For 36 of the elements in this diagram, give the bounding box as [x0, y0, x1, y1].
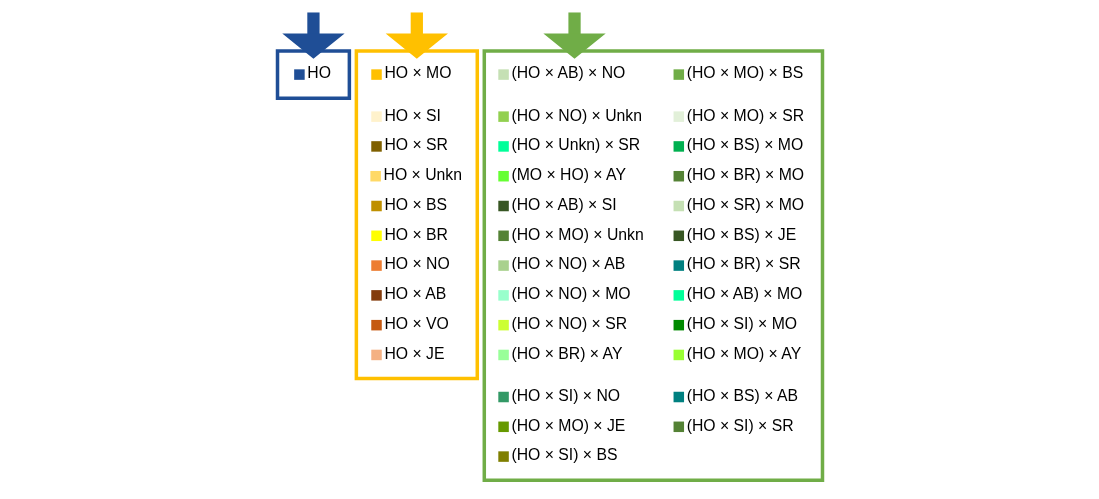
legend-label: (HO × MO) × AY: [686, 344, 801, 362]
legend-label: (HO × BR) × AY: [510, 344, 622, 362]
legend-label: HO × AB: [383, 285, 446, 303]
legend-label: (HO × MO) × SR: [686, 106, 804, 124]
legend-label: (HO × NO) × SR: [510, 315, 627, 333]
legend-label: (MO × HO) × AY: [510, 166, 626, 184]
legend-label: (HO × AB) × NO: [510, 64, 625, 82]
legend-label: HO × NO: [383, 255, 450, 273]
legend-label: HO × BS: [383, 195, 447, 213]
legend-label: (HO × SI) × NO: [510, 386, 620, 404]
legend-label: (HO × AB) × SI: [510, 195, 617, 213]
legend-label: (HO × SI) × BS: [510, 446, 617, 464]
legend-label: (HO × MO) × BS: [686, 64, 803, 82]
legend-label: (HO × SR) × MO: [686, 195, 804, 213]
legend-label: HO × BR: [383, 225, 448, 243]
legend-label: (HO × BS) × JE: [686, 225, 796, 243]
legend-label: (HO × NO) × AB: [510, 255, 625, 273]
legend-label: HO × Unkn: [383, 166, 462, 184]
legend-label: (HO × BS) × AB: [686, 386, 798, 404]
legend-label: (HO × BS) × MO: [686, 136, 803, 154]
legend-label: HO × JE: [383, 344, 444, 362]
legend-label: HO × SI: [383, 106, 441, 124]
legend-label: HO × SR: [383, 136, 448, 154]
legend-label: (HO × BR) × MO: [686, 166, 804, 184]
legend-label: (HO × AB) × MO: [686, 285, 802, 303]
legend-label: (HO × MO) × JE: [510, 416, 625, 434]
legend-label: (HO × SI) × SR: [686, 416, 794, 434]
legend-label: (HO × Unkn) × SR: [510, 136, 640, 154]
legend-label: (HO × MO) × Unkn: [510, 225, 644, 243]
legend-label: HO: [306, 64, 331, 82]
legend-label: HO × VO: [383, 315, 449, 333]
legend-label: HO × MO: [383, 64, 451, 82]
legend-label: (HO × NO) × Unkn: [510, 106, 642, 124]
legend-label: (HO × NO) × MO: [510, 285, 631, 303]
legend-label: (HO × SI) × MO: [686, 315, 797, 333]
legend-label: (HO × BR) × SR: [686, 255, 801, 273]
